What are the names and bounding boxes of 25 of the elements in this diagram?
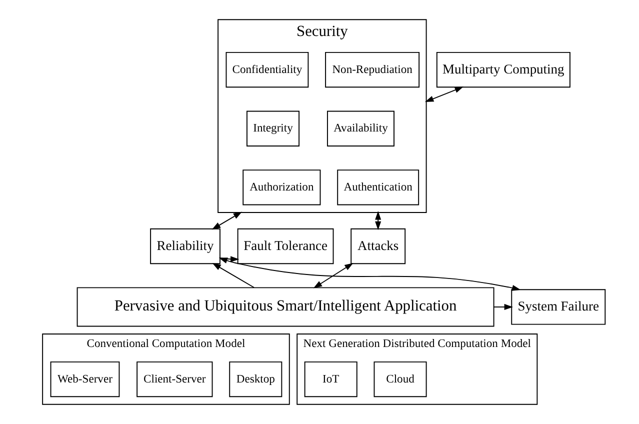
arrow — [211, 212, 242, 230]
node-box: Authorization — [242, 170, 320, 206]
node-box: Desktop — [228, 361, 282, 398]
node-box: Cloud — [373, 361, 426, 398]
node-box: Authentication — [336, 170, 419, 206]
arrow — [219, 256, 239, 262]
arrow — [424, 86, 463, 102]
arrow — [374, 211, 381, 230]
node-box: Integrity — [246, 110, 300, 146]
node-box: System Failure — [510, 289, 606, 325]
arrow — [312, 262, 353, 288]
node-box: Availability — [326, 110, 394, 146]
node-box: Confidentiality — [225, 52, 308, 88]
node-box: Non-Repudiation — [324, 52, 420, 88]
arrow — [492, 304, 512, 310]
node-box: Multiparty Computing — [436, 52, 570, 88]
node-box: Pervasive and Ubiquitous Smart/Intelligent Application — [76, 287, 494, 327]
arrow — [218, 258, 520, 291]
node-box: IoT — [304, 361, 357, 398]
node-box: Client-Server — [136, 361, 212, 398]
node-box: Fault Tolerance — [236, 228, 334, 264]
node-box: Reliability — [150, 228, 220, 264]
node-box: Web-Server — [50, 361, 120, 398]
node-box: Attacks — [350, 228, 406, 264]
arrow — [212, 262, 254, 288]
